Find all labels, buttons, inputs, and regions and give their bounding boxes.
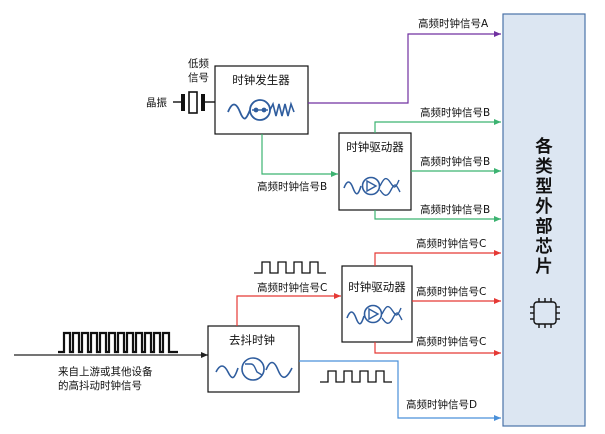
clock-driver-b-block: 时钟驱动器 xyxy=(338,132,412,211)
clock-generator-block: 时钟发生器 xyxy=(214,65,309,135)
signal-d-label: 高频时钟信号D xyxy=(406,398,477,411)
panel-char-6: 片 xyxy=(536,256,553,277)
clock-generator-title: 时钟发生器 xyxy=(232,73,290,87)
signal-b-feed-path xyxy=(261,134,338,177)
buffer-amp-icon-b xyxy=(343,176,401,196)
crystal-icon xyxy=(173,91,215,114)
clock-driver-c-block: 时钟驱动器 xyxy=(341,265,413,343)
signal-c-output1-label: 高频时钟信号C xyxy=(416,237,486,250)
signal-c-input-label: 高频时钟信号C xyxy=(257,281,327,294)
clock-driver-b-title: 时钟驱动器 xyxy=(346,140,404,154)
panel-char-2: 型 xyxy=(536,176,553,197)
signal-b-input-label: 高频时钟信号B xyxy=(257,180,327,193)
signal-c-feed-path xyxy=(236,293,341,326)
signal-b-output3-label: 高频时钟信号B xyxy=(420,203,490,216)
clock-driver-c-title: 时钟驱动器 xyxy=(348,280,406,294)
signal-b-output1-label: 高频时钟信号B xyxy=(420,106,490,119)
crystal-label: 晶振 xyxy=(146,96,167,109)
buffer-amp-icon-c xyxy=(346,304,403,325)
panel-char-5: 芯 xyxy=(536,236,553,257)
signal-b-outputs xyxy=(374,119,501,222)
panel-char-4: 部 xyxy=(536,216,553,237)
jitter-waveform-icon xyxy=(58,331,178,354)
jitter-cleaner-block: 去抖时钟 xyxy=(207,325,300,393)
signal-c-output3-label: 高频时钟信号C xyxy=(416,335,486,348)
square-wave-icon-d xyxy=(320,370,392,383)
chip-icon xyxy=(530,298,560,328)
jitter-cleaner-title: 去抖时钟 xyxy=(229,333,275,347)
panel-char-3: 外 xyxy=(536,196,553,217)
low-freq-label-line1: 低频 xyxy=(188,57,209,70)
signal-a-path xyxy=(308,31,501,104)
filter-icon xyxy=(215,357,293,381)
panel-char-1: 类 xyxy=(536,156,554,177)
oscillator-icon xyxy=(227,99,295,121)
signal-a-label: 高频时钟信号A xyxy=(418,17,489,30)
signal-c-output2-label: 高频时钟信号C xyxy=(416,285,486,298)
jitter-source-label-line2: 的高抖动时钟信号 xyxy=(58,379,142,392)
square-wave-icon-c xyxy=(254,261,326,274)
low-freq-label-line2: 信号 xyxy=(188,72,209,84)
signal-b-output2-label: 高频时钟信号B xyxy=(420,155,490,168)
signal-d-path xyxy=(299,360,501,421)
external-chips-panel: 各 类 型 外 部 芯 片 xyxy=(502,13,586,427)
panel-char-0: 各 xyxy=(535,136,554,157)
signal-c-outputs xyxy=(374,250,501,356)
jitter-source-label-line1: 来自上游或其他设备 xyxy=(58,365,153,378)
